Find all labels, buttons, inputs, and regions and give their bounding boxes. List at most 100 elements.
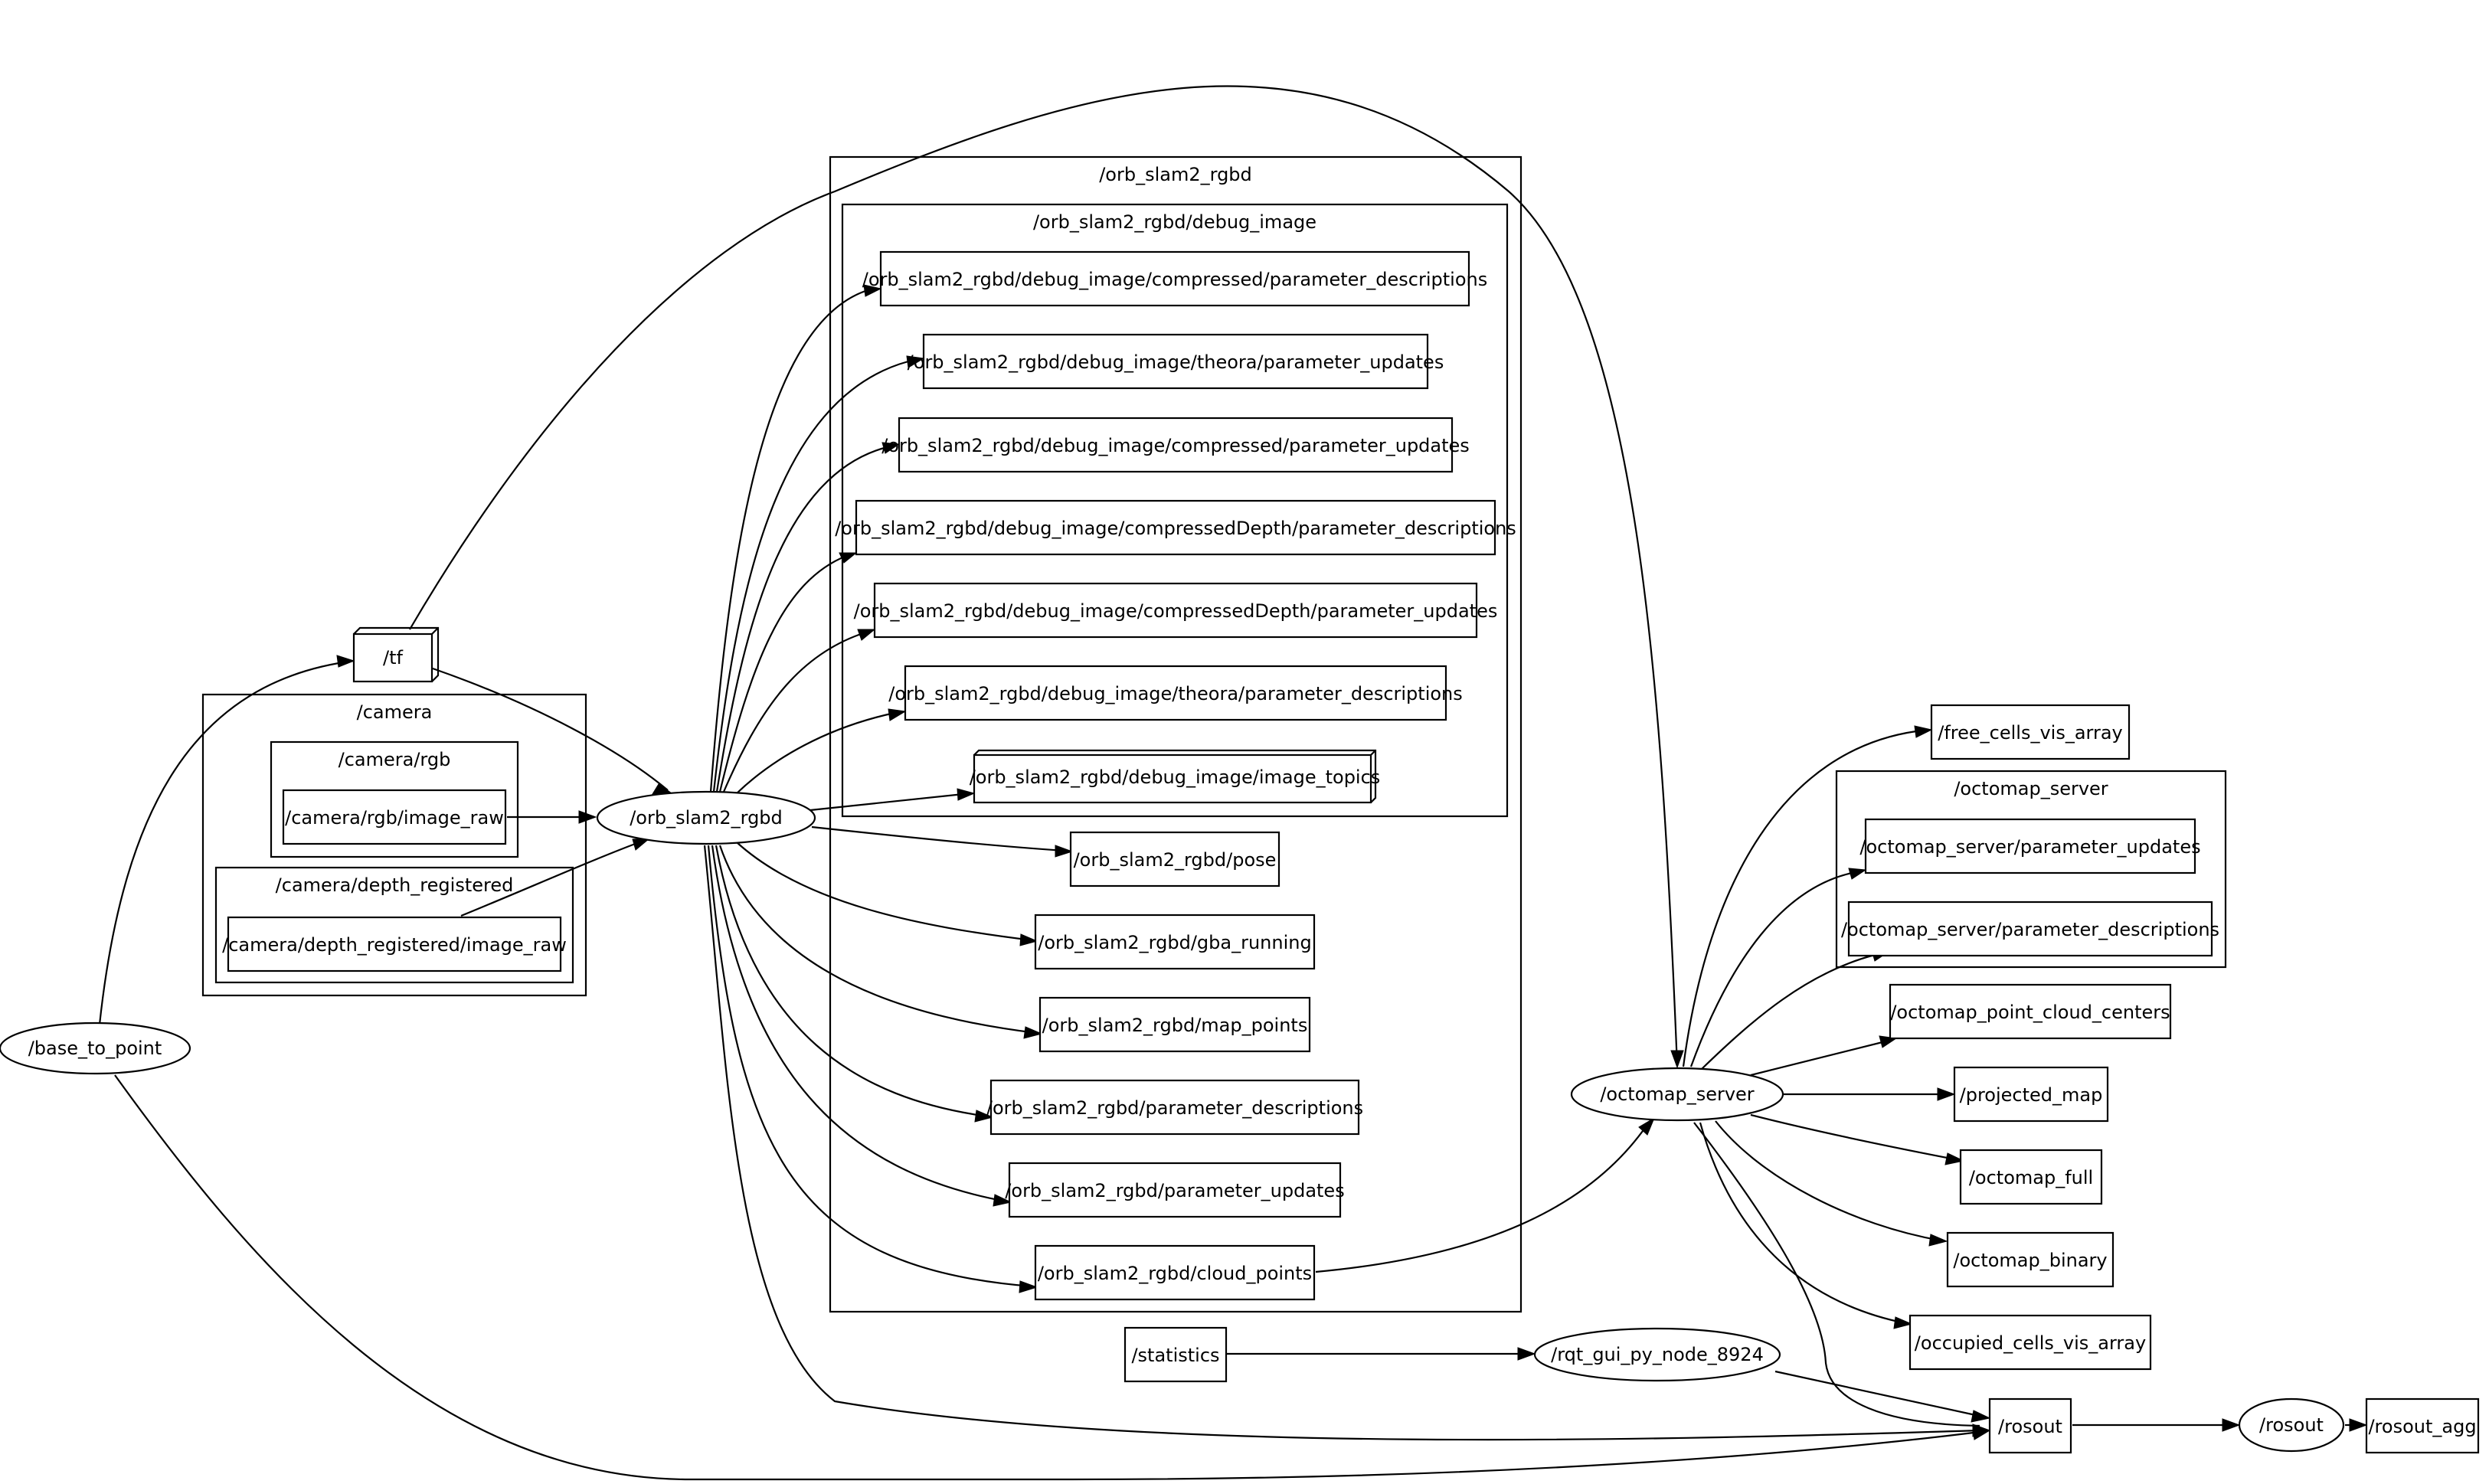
edge-octomap-param-desc xyxy=(1701,953,1876,1070)
edge-orb-rosout xyxy=(703,845,1980,1441)
node-cloud-points[interactable]: /orb_slam2_rgbd/cloud_points xyxy=(1034,1244,1316,1301)
node-camera-depth-image-raw[interactable]: /camera/depth_registered/image_raw xyxy=(222,916,567,972)
node-point-cloud-centers-label: /octomap_point_cloud_centers xyxy=(1890,1002,2170,1023)
cluster-camera-depth-label: /camera/depth_registered xyxy=(276,874,514,896)
node-statistics-label: /statistics xyxy=(1131,1345,1219,1366)
node-octo-param-updates-label: /octomap_server/parameter_updates xyxy=(1859,836,2200,858)
node-dbg-compdepth-param-desc-label: /orb_slam2_rgbd/debug_image/compressedDe… xyxy=(835,518,1516,539)
arrowhead-rosout-from-rqt xyxy=(1971,1410,1991,1423)
node-dbg-image-topics-label: /orb_slam2_rgbd/debug_image/image_topics xyxy=(970,767,1381,788)
arrowhead-map-points xyxy=(1023,1026,1043,1039)
node-point-cloud-centers[interactable]: /octomap_point_cloud_centers xyxy=(1889,983,2172,1040)
edge-orb-pose xyxy=(811,825,1065,852)
node-dbg-compdepth-param-updates-label: /orb_slam2_rgbd/debug_image/compressedDe… xyxy=(854,600,1498,622)
node-free-cells-label: /free_cells_vis_array xyxy=(1938,722,2123,744)
node-orb-slam2-rgbd-label: /orb_slam2_rgbd xyxy=(630,807,783,829)
arrowhead-octomap-binary xyxy=(1928,1234,1948,1247)
node-projected-map[interactable]: /projected_map xyxy=(1953,1066,2109,1123)
node-dbg-compressed-param-updates[interactable]: /orb_slam2_rgbd/debug_image/compressed/p… xyxy=(881,417,1470,473)
node-octo-param-desc-label: /octomap_server/parameter_descriptions xyxy=(1841,919,2219,940)
node-map-points[interactable]: /orb_slam2_rgbd/map_points xyxy=(1038,996,1311,1053)
node-param-updates[interactable]: /orb_slam2_rgbd/parameter_updates xyxy=(1005,1162,1345,1218)
node-camera-rgb-image-raw-label: /camera/rgb/image_raw xyxy=(285,807,504,829)
cluster-camera: /camera xyxy=(201,693,587,997)
arrowhead-dbg-compdepth-updates xyxy=(857,629,876,641)
node-statistics[interactable]: /statistics xyxy=(1123,1326,1228,1383)
edge-octomap-point-cloud-centers xyxy=(1750,1038,1892,1077)
edge-orb-dbg-theora-desc xyxy=(736,711,895,794)
node-dbg-compressed-param-desc[interactable]: /orb_slam2_rgbd/debug_image/compressed/p… xyxy=(862,250,1488,307)
node-gba-running-label: /orb_slam2_rgbd/gba_running xyxy=(1038,932,1311,953)
node-orb-slam2-rgbd[interactable]: /orb_slam2_rgbd xyxy=(596,790,816,845)
edges xyxy=(98,85,2353,1481)
edge-orb-dbg-compdepth-updates xyxy=(722,631,866,793)
edge-cloud-points-octomap xyxy=(1315,1125,1647,1273)
node-octo-param-updates[interactable]: /octomap_server/parameter_updates xyxy=(1859,818,2201,874)
node-octomap-server[interactable]: /octomap_server xyxy=(1570,1067,1784,1122)
arrowhead-gba xyxy=(1019,933,1038,946)
arrowhead-dbg-theora-desc xyxy=(888,708,907,721)
arrowhead-dbg-compdepth-desc xyxy=(839,552,858,564)
node-octomap-server-label: /octomap_server xyxy=(1600,1084,1754,1105)
edge-rqt-rosout xyxy=(1774,1370,1980,1417)
arrowhead-dbg-compressed-updates xyxy=(881,442,901,454)
edge-octomap-full xyxy=(1750,1113,1960,1162)
arrowhead-dbg-compressed-desc xyxy=(863,284,882,297)
arrowhead-rqt xyxy=(1517,1347,1536,1361)
node-dbg-compdepth-param-updates[interactable]: /orb_slam2_rgbd/debug_image/compressedDe… xyxy=(854,582,1498,639)
edge-orb-dbg-image-topics xyxy=(809,793,964,812)
node-dbg-compdepth-param-desc[interactable]: /orb_slam2_rgbd/debug_image/compressedDe… xyxy=(835,499,1516,556)
node-rqt-gui-label: /rqt_gui_py_node_8924 xyxy=(1551,1344,1764,1365)
node-octo-param-desc[interactable]: /octomap_server/parameter_descriptions xyxy=(1841,901,2219,957)
node-dbg-theora-param-updates[interactable]: /orb_slam2_rgbd/debug_image/theora/param… xyxy=(908,333,1444,390)
node-camera-rgb-image-raw[interactable]: /camera/rgb/image_raw xyxy=(282,789,507,845)
node-pose[interactable]: /orb_slam2_rgbd/pose xyxy=(1069,831,1280,887)
node-rqt-gui[interactable]: /rqt_gui_py_node_8924 xyxy=(1533,1327,1781,1382)
node-rosout-topic[interactable]: /rosout xyxy=(1988,1397,2072,1454)
node-octomap-binary[interactable]: /octomap_binary xyxy=(1946,1231,2115,1288)
arrowhead-param-updates xyxy=(993,1194,1012,1207)
cluster-camera-rgb-label: /camera/rgb xyxy=(339,749,451,770)
edge-orb-gba xyxy=(736,842,1033,942)
arrowhead-tf xyxy=(336,655,355,668)
node-pose-label: /orb_slam2_rgbd/pose xyxy=(1074,849,1277,871)
node-base-to-point[interactable]: /base_to_point xyxy=(0,1021,191,1075)
cluster-camera-rgb: /camera/rgb xyxy=(270,740,519,858)
edge-orb-map-points xyxy=(718,845,1037,1035)
node-tf-label: /tf xyxy=(383,647,403,668)
node-rosout-agg-label: /rosout_agg xyxy=(2368,1416,2476,1437)
node-rosout-node[interactable]: /rosout xyxy=(2238,1397,2345,1453)
edge-octomap-binary xyxy=(1715,1120,1941,1242)
edge-orb-dbg-compressed-desc xyxy=(709,289,866,793)
node-occupied-cells[interactable]: /occupied_cells_vis_array xyxy=(1908,1314,2152,1371)
arrowhead-octo-param-updates xyxy=(1848,868,1867,880)
arrowhead-dbg-image-topics xyxy=(957,788,976,801)
node-dbg-theora-param-desc[interactable]: /orb_slam2_rgbd/debug_image/theora/param… xyxy=(888,665,1463,721)
node-rosout-agg[interactable]: /rosout_agg xyxy=(2365,1397,2480,1454)
arrowhead-projected-map xyxy=(1937,1087,1956,1101)
node-dbg-image-topics[interactable]: /orb_slam2_rgbd/debug_image/image_topics xyxy=(970,749,1381,804)
node-param-desc[interactable]: /orb_slam2_rgbd/parameter_descriptions xyxy=(986,1079,1363,1136)
cluster-camera-label: /camera xyxy=(357,701,433,723)
cluster-debug-image: /orb_slam2_rgbd/debug_image xyxy=(841,203,1509,818)
edge-octomap-rosout xyxy=(1693,1122,1980,1427)
arrowhead-octomap-from-cloud xyxy=(1638,1116,1656,1136)
node-octomap-full[interactable]: /octomap_full xyxy=(1959,1149,2103,1205)
node-octomap-binary-label: /octomap_binary xyxy=(1953,1250,2107,1271)
cluster-octomap-server-label: /octomap_server xyxy=(1954,778,2108,799)
node-dbg-theora-param-updates-label: /orb_slam2_rgbd/debug_image/theora/param… xyxy=(908,351,1444,373)
node-tf[interactable]: /tf xyxy=(352,626,440,683)
node-free-cells[interactable]: /free_cells_vis_array xyxy=(1930,704,2131,760)
arrowhead-dbg-theora-updates xyxy=(906,355,925,368)
edge-orb-dbg-compdepth-desc xyxy=(718,554,847,793)
node-gba-running[interactable]: /orb_slam2_rgbd/gba_running xyxy=(1034,914,1316,970)
edge-octomap-param-updates xyxy=(1689,871,1853,1067)
arrowhead-pose xyxy=(1055,845,1074,858)
edge-orb-param-updates xyxy=(711,845,1007,1203)
node-octomap-full-label: /octomap_full xyxy=(1969,1167,2093,1188)
edge-octomap-occupied xyxy=(1699,1122,1906,1325)
node-dbg-compressed-param-desc-label: /orb_slam2_rgbd/debug_image/compressed/p… xyxy=(862,269,1488,290)
edge-tf-octomap-server xyxy=(409,85,1679,1067)
edge-tf-orb-slam2-rgbd xyxy=(432,667,669,791)
